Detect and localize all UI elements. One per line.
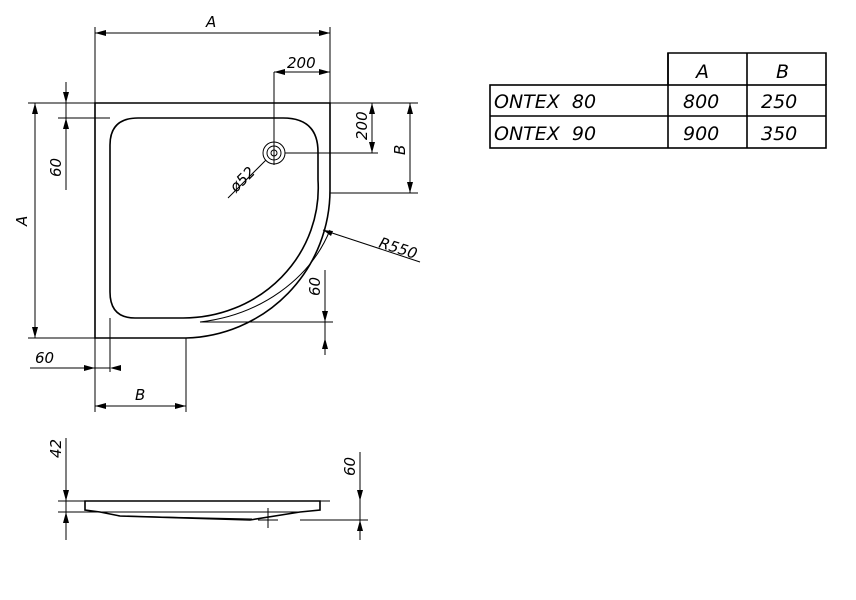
label-bottom-b: B: [135, 386, 145, 404]
label-left-a: A: [13, 216, 31, 227]
label-right-b: B: [391, 145, 409, 155]
dimension-lines: [28, 27, 421, 412]
label-profile-height: 42: [47, 439, 65, 458]
label-profile-total: 60: [341, 457, 359, 476]
profile-outline: [84, 500, 321, 521]
label-drain-y: 200: [353, 111, 371, 140]
table-header-a: A: [694, 61, 709, 83]
table-row-model: ONTEX 80: [494, 91, 596, 113]
tray-inner-basin: [109, 117, 320, 319]
table-row-a: 800: [683, 91, 719, 113]
profile-view: [58, 438, 368, 540]
label-drain-diameter: ø52: [225, 163, 258, 196]
label-radius: R550: [377, 234, 420, 263]
table-row-a: 900: [683, 123, 719, 145]
table-header-b: B: [776, 61, 789, 83]
dimension-labels: A 200 200 B ø52 R550 A 60 60 60 B 42 60: [13, 13, 419, 476]
label-top-a: A: [205, 13, 216, 31]
table-row-model: ONTEX 90: [494, 123, 596, 145]
label-drain-x: 200: [287, 54, 316, 72]
table-row-b: 350: [761, 123, 797, 145]
label-rim-bottom-right: 60: [306, 277, 324, 296]
plan-view: [94, 102, 331, 339]
table-row-b: 250: [761, 91, 797, 113]
tray-rim-line: [199, 229, 331, 323]
spec-table: A B ONTEX 80 800 250 ONTEX 90 900 350: [489, 52, 827, 149]
tray-outer-outline: [94, 102, 331, 339]
label-rim-bottom-left: 60: [35, 349, 54, 367]
label-rim-left: 60: [47, 158, 65, 177]
